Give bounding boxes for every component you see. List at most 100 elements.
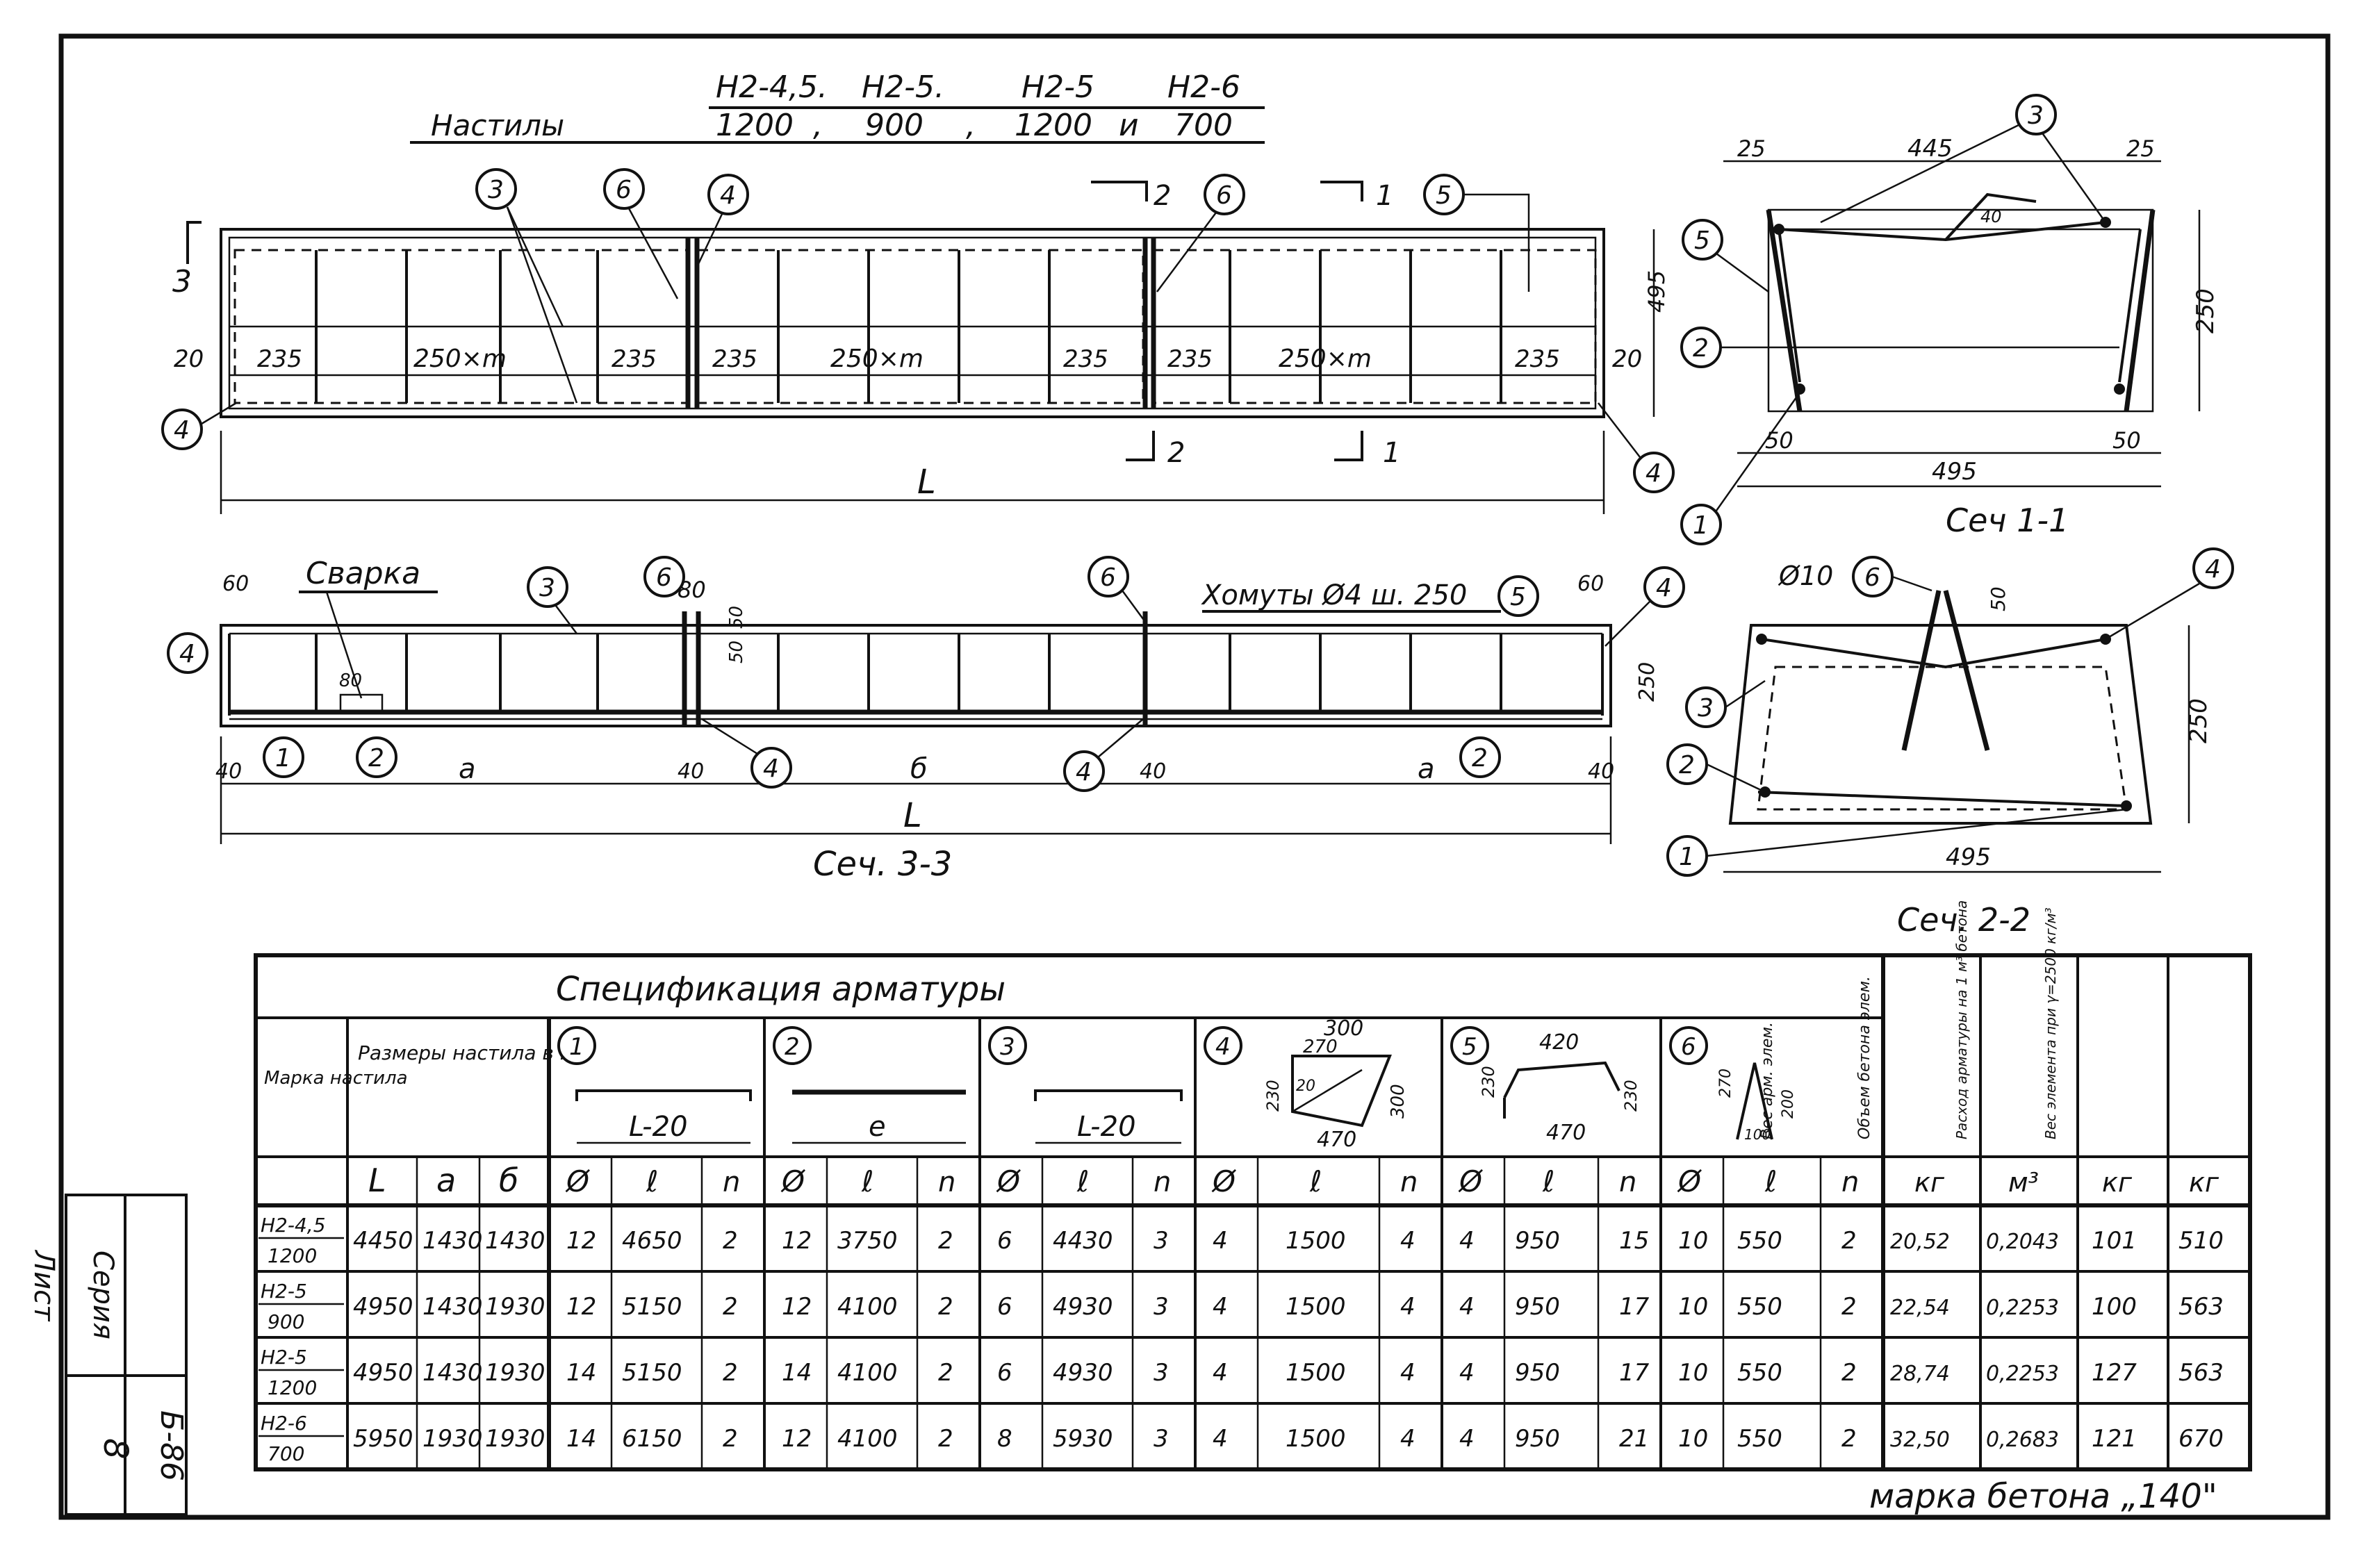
svg-text:4: 4 xyxy=(720,181,736,210)
sec33-stirrups-label: Хомуты Ø4 ш. 250 xyxy=(1201,579,1467,611)
svg-text:3: 3 xyxy=(1698,694,1714,723)
spec-cell-s: 127 xyxy=(2092,1359,2137,1387)
spec-row-mark-top: Н2-6 xyxy=(261,1412,307,1435)
svg-text:4: 4 xyxy=(1656,574,1672,602)
svg-text:1: 1 xyxy=(1679,843,1695,871)
spec-cell-v: 0,2253 xyxy=(1986,1296,2059,1320)
sec33-dim-50b: 50 xyxy=(726,641,747,663)
svg-text:200: 200 xyxy=(1780,1089,1797,1119)
sec33-title: Сеч. 3-3 xyxy=(813,845,952,884)
spec-cell-p2-1: 4100 xyxy=(837,1359,898,1387)
svg-text:5: 5 xyxy=(1436,181,1452,210)
section-3-3: Сварка 80 Хомуты Ø4 ш. 250 60 80 50 50 6… xyxy=(167,556,1685,884)
spec-cell-p6-1: 550 xyxy=(1737,1425,1782,1453)
svg-text:230: 230 xyxy=(1263,1080,1283,1112)
spec-cell-p4-0: 4 xyxy=(1213,1293,1228,1321)
spec-col-sizes: Размеры настила в мм xyxy=(358,1041,589,1064)
svg-text:ℓ: ℓ xyxy=(1542,1164,1554,1198)
plan-dim-235-4: 235 xyxy=(1063,345,1108,373)
spec-cell-p4-2: 4 xyxy=(1400,1293,1415,1321)
spec-cell-L: 5950 xyxy=(353,1425,413,1453)
plan-dim-235-3: 235 xyxy=(712,345,757,373)
spec-cell-w: 28,74 xyxy=(1890,1362,1950,1386)
spec-cell-p5-2: 17 xyxy=(1619,1293,1650,1321)
sec11-dim-445: 445 xyxy=(1907,135,1953,163)
svg-text:n: n xyxy=(723,1166,740,1198)
spec-cell-p2-2: 2 xyxy=(938,1293,953,1321)
spec-cell-p6-2: 2 xyxy=(1841,1359,1857,1387)
spec-cell-v: 0,2043 xyxy=(1986,1230,2059,1254)
spec-cell-p6-1: 550 xyxy=(1737,1293,1782,1321)
spec-cell-p5-0: 4 xyxy=(1459,1359,1475,1387)
spec-sub-L: L xyxy=(368,1162,386,1199)
plan-dim-235-5: 235 xyxy=(1167,345,1213,373)
sec33-dim-a2: a xyxy=(1418,753,1435,785)
header-sep-2: , xyxy=(966,108,976,143)
spec-cell-g: 670 xyxy=(2178,1425,2224,1453)
svg-text:230: 230 xyxy=(1479,1066,1498,1098)
spec-cell-p5-2: 15 xyxy=(1619,1227,1649,1255)
spec-cell-s: 100 xyxy=(2092,1293,2137,1321)
spec-row-mark-top: Н2-5 xyxy=(261,1346,307,1369)
spec-pos-4: 4 xyxy=(1215,1033,1231,1061)
plan-view: 20 235 250×m 235 235 250×m 235 235 250×m… xyxy=(161,168,1675,514)
svg-text:e: e xyxy=(869,1111,886,1143)
spec-cell-p3-1: 4930 xyxy=(1053,1359,1113,1387)
spec-cell-p5-0: 4 xyxy=(1459,1227,1475,1255)
spec-row-mark-top: Н2-5 xyxy=(261,1280,307,1303)
spec-cell-p1-0: 14 xyxy=(566,1425,596,1453)
sec33-dim-40c: 40 xyxy=(1140,759,1166,784)
spec-cell-g: 563 xyxy=(2178,1359,2224,1387)
spec-cell-p2-1: 4100 xyxy=(837,1425,898,1453)
plan-section-3: 3 xyxy=(172,264,192,299)
header-mark-4: Н2-6 xyxy=(1167,69,1240,105)
plan-outline xyxy=(220,228,1605,418)
spec-sub-b: б xyxy=(499,1162,518,1199)
svg-text:L-20: L-20 xyxy=(1077,1111,1136,1143)
svg-text:6: 6 xyxy=(656,563,672,592)
svg-text:ℓ: ℓ xyxy=(1309,1164,1322,1198)
sec11-dim-40: 40 xyxy=(1980,207,2002,226)
spec-cell-p2-1: 4100 xyxy=(837,1293,898,1321)
spec-cell-g: 510 xyxy=(2178,1227,2224,1255)
sec33-stirrups xyxy=(315,634,1502,712)
spec-col-steel: Расход арматуры на 1 м³ бетона xyxy=(1953,900,1970,1139)
header-label: Настилы xyxy=(431,108,564,142)
svg-text:6: 6 xyxy=(1216,181,1232,210)
spec-cell-a: 1430 xyxy=(422,1293,483,1321)
stamp-series-no: Б-86 xyxy=(154,1410,189,1481)
spec-cell-b: 1930 xyxy=(485,1425,545,1453)
spec-cell-p4-2: 4 xyxy=(1400,1425,1415,1453)
spec-cell-w: 22,54 xyxy=(1890,1296,1950,1320)
plan-dim-250m-3: 250×m xyxy=(1279,345,1372,373)
spec-cell-p1-0: 12 xyxy=(566,1293,596,1321)
header: Настилы Н2-4,5. Н2-5. Н2-5 Н2-6 1200 , 9… xyxy=(410,69,1265,144)
sec33-dim-40b: 40 xyxy=(678,759,704,784)
svg-text:L-20: L-20 xyxy=(629,1111,688,1143)
spec-cell-p6-0: 10 xyxy=(1678,1227,1708,1255)
sec11-title: Сеч 1-1 xyxy=(1946,502,2069,539)
svg-text:20: 20 xyxy=(1296,1078,1315,1095)
spec-cell-p3-2: 3 xyxy=(1154,1359,1169,1387)
spec-cell-g: 563 xyxy=(2178,1293,2224,1321)
spec-cell-w: 20,52 xyxy=(1890,1230,1950,1254)
spec-row-mark-top: Н2-4,5 xyxy=(261,1214,326,1237)
svg-text:ℓ: ℓ xyxy=(861,1164,873,1198)
sec11-dim-50b: 50 xyxy=(2112,427,2141,454)
header-length-4: 700 xyxy=(1174,108,1233,143)
svg-text:2: 2 xyxy=(1693,334,1709,363)
svg-text:кг: кг xyxy=(2189,1167,2219,1198)
spec-cell-p4-1: 1500 xyxy=(1286,1227,1346,1255)
sec33-dim-60a: 60 xyxy=(222,572,249,596)
spec-cell-p2-0: 12 xyxy=(782,1227,812,1255)
plan-section-2b: 2 xyxy=(1167,437,1185,469)
spec-col-weight: Вес арм. элем. xyxy=(1759,1022,1776,1139)
spec-cell-p6-0: 10 xyxy=(1678,1359,1708,1387)
stamp-series-label: Серия xyxy=(87,1251,119,1339)
plan-section-1: 1 xyxy=(1376,180,1393,212)
plan-dim-235-1: 235 xyxy=(257,345,302,373)
spec-cell-p5-2: 21 xyxy=(1619,1425,1649,1453)
spec-cell-p6-2: 2 xyxy=(1841,1227,1857,1255)
spec-cell-a: 1930 xyxy=(422,1425,483,1453)
spec-cell-p5-1: 950 xyxy=(1515,1227,1560,1255)
